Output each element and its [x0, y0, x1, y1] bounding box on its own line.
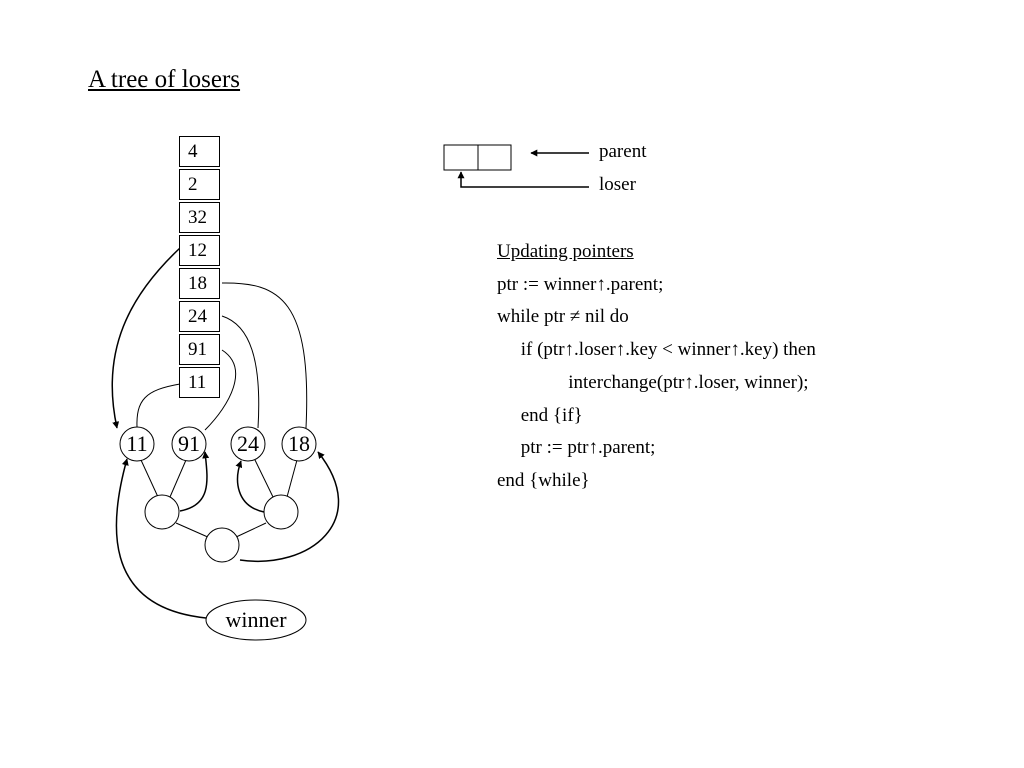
pointer-arrow [179, 451, 210, 512]
leaf-node [171, 426, 207, 462]
link-24-to-leaf [221, 315, 260, 429]
pseudocode-heading: Updating pointers [497, 241, 634, 262]
pseudocode-line: ptr := ptr↑.parent; [497, 437, 656, 459]
internal-node [144, 494, 180, 530]
array-cell: 11 [179, 367, 220, 398]
pseudocode-line: ptr := winner↑.parent; [497, 273, 664, 295]
page-title: A tree of losers [88, 66, 241, 93]
link-18-to-leaf [221, 282, 308, 429]
leaf-label: 11 [126, 431, 148, 456]
link-91-to-leaf [204, 349, 237, 431]
array-cell: 2 [179, 169, 220, 200]
tree-edge [233, 522, 267, 539]
array-cell: 18 [179, 268, 220, 299]
tree-edge [175, 522, 211, 539]
winner-pointer-arrow [115, 458, 207, 619]
leaf-node [281, 426, 317, 462]
legend-loser-label: loser [599, 174, 636, 195]
array-cell: 12 [179, 235, 220, 266]
winner-label: winner [225, 607, 287, 632]
pointer-arrow [235, 460, 265, 513]
leaf-label: 91 [178, 431, 200, 456]
leaf-node [230, 426, 266, 462]
internal-node [263, 494, 299, 530]
leaf-label: 24 [237, 431, 259, 456]
leaf-label: 18 [288, 431, 310, 456]
pseudocode-line: end {while} [497, 469, 590, 491]
pointer-arrow [239, 451, 340, 562]
array-cell: 24 [179, 301, 220, 332]
winner-node [205, 599, 307, 641]
pseudocode-line: interchange(ptr↑.loser, winner); [497, 371, 809, 393]
array-cell: 32 [179, 202, 220, 233]
link-11-to-leaf [136, 383, 181, 429]
root-node [204, 527, 240, 563]
tree-edge [140, 459, 159, 498]
pseudocode-line: end {if} [497, 404, 583, 426]
loser-arrow [457, 171, 589, 188]
pseudocode-block: Updating pointers ptr := winner↑.parent;… [497, 236, 816, 498]
tree-edge [254, 459, 274, 498]
legend-parent-label: parent [599, 141, 647, 162]
tree-edge [169, 459, 187, 498]
tree-edge [286, 459, 298, 498]
array-cell: 91 [179, 334, 220, 365]
pointer-arrow [111, 247, 181, 429]
array-cell: 4 [179, 136, 220, 167]
pseudocode-line: while ptr ≠ nil do [497, 306, 629, 328]
leaf-node [119, 426, 155, 462]
pseudocode-line: if (ptr↑.loser↑.key < winner↑.key) then [497, 339, 816, 361]
